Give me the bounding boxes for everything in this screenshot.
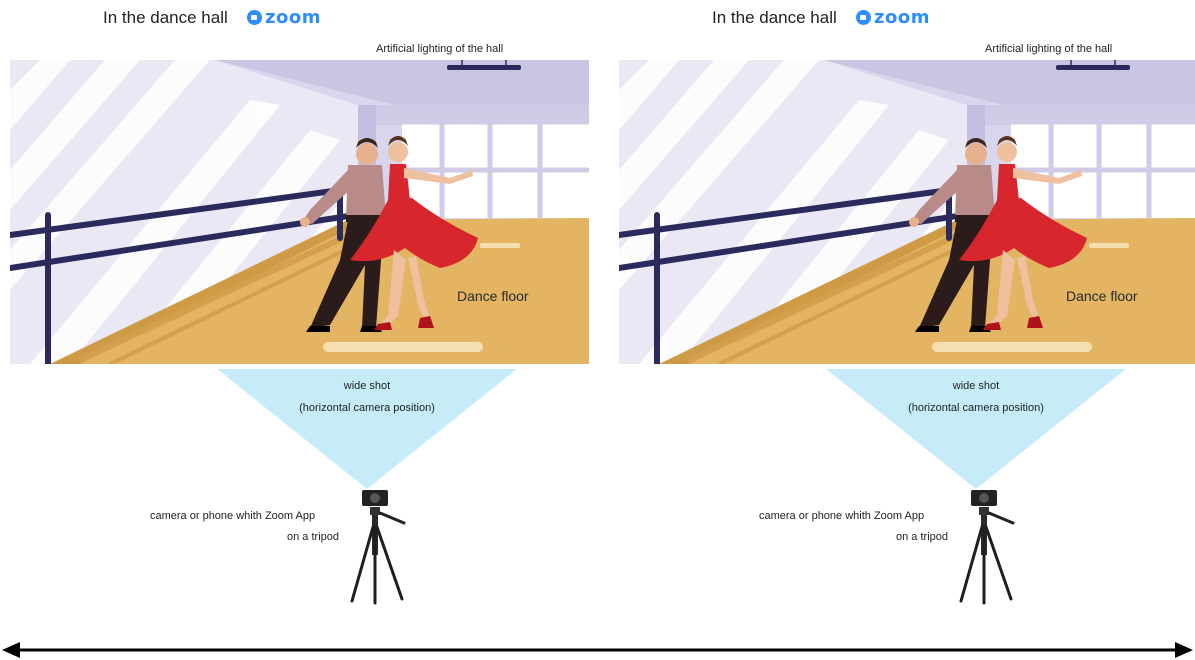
zoom-logo: zoom	[247, 7, 321, 28]
camera-device-label: camera or phone whith Zoom App	[759, 510, 924, 522]
panel-title: In the dance hall	[103, 8, 228, 28]
shot-type-label: wide shot	[217, 380, 517, 392]
dance-floor-label: Dance floor	[457, 288, 529, 304]
dance-hall-illustration	[10, 60, 589, 364]
tripod-label: on a tripod	[150, 531, 339, 543]
lighting-label: Artificial lighting of the hall	[376, 43, 503, 55]
shot-type-label: wide shot	[826, 380, 1126, 392]
double-headed-arrow	[0, 638, 1195, 660]
scene-panel-left: In the dance hall zoom Artificial lighti…	[0, 0, 590, 620]
zoom-logo-text: zoom	[265, 7, 321, 28]
camera-position-label: (horizontal camera position)	[826, 402, 1126, 414]
tripod-label: on a tripod	[759, 531, 948, 543]
zoom-logo-text: zoom	[874, 7, 930, 28]
zoom-camera-icon	[856, 10, 871, 25]
camera-device-label: camera or phone whith Zoom App	[150, 510, 315, 522]
lighting-label: Artificial lighting of the hall	[985, 43, 1112, 55]
camera-tripod-icon	[951, 487, 1021, 605]
zoom-camera-icon	[247, 10, 262, 25]
zoom-logo: zoom	[856, 7, 930, 28]
camera-position-label: (horizontal camera position)	[217, 402, 517, 414]
panel-title: In the dance hall	[712, 8, 837, 28]
dance-hall-illustration	[619, 60, 1195, 364]
scene-panel-right: In the dance hall zoom Artificial lighti…	[609, 0, 1195, 620]
camera-tripod-icon	[342, 487, 412, 605]
dance-floor-label: Dance floor	[1066, 288, 1138, 304]
